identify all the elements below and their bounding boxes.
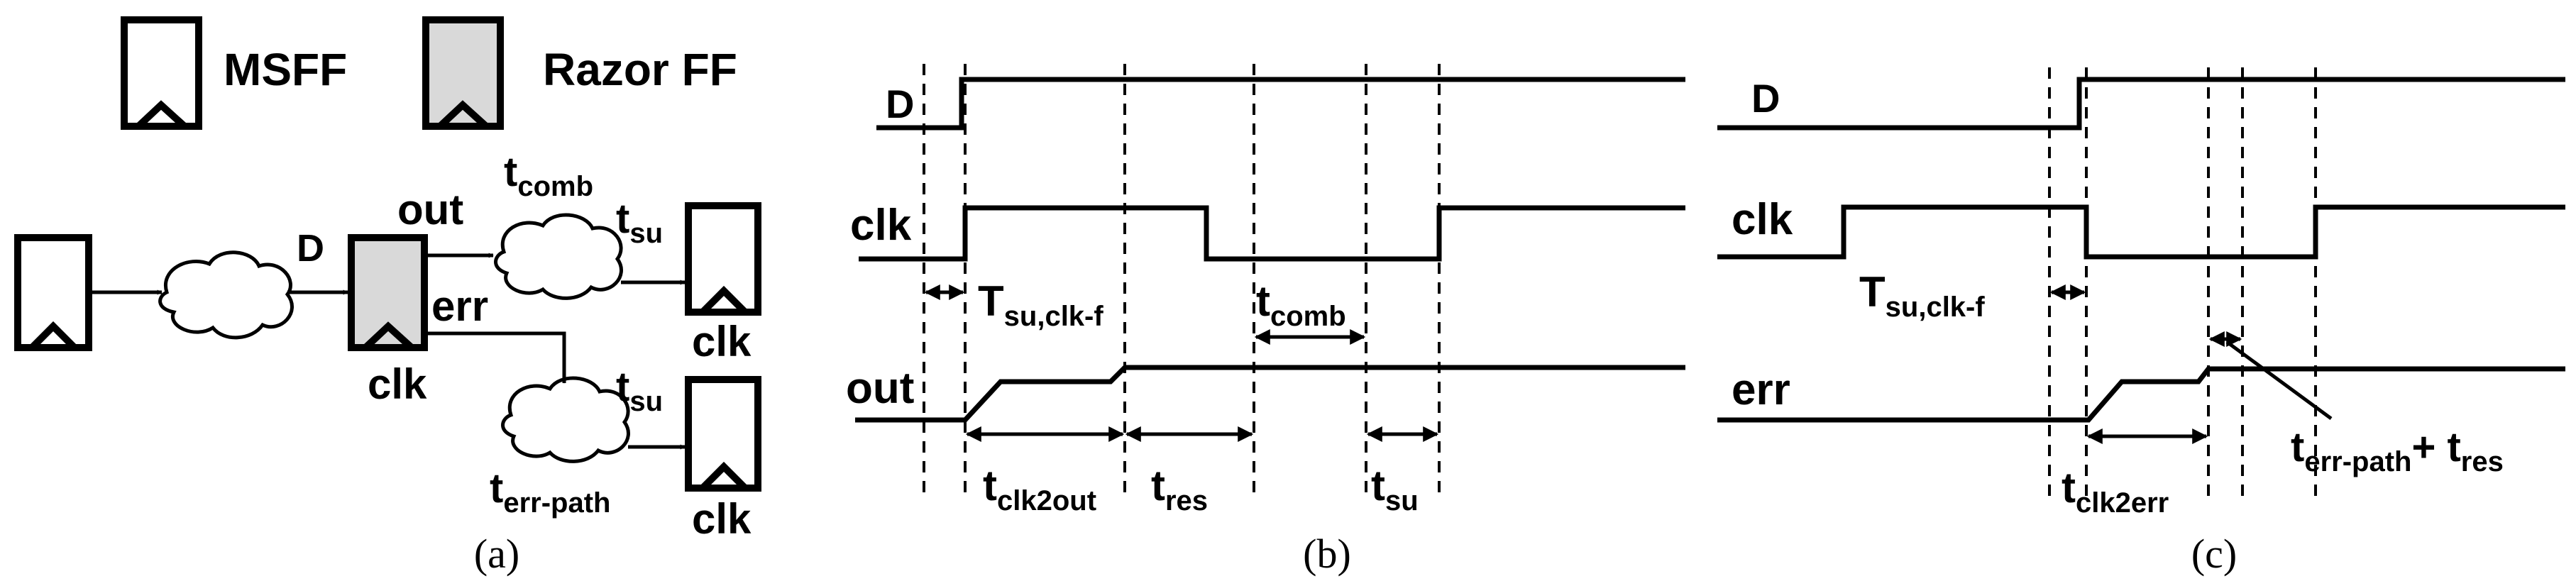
label-d: D (297, 227, 324, 270)
msff-source (14, 234, 92, 351)
leader-c-terr-res (2225, 340, 2333, 421)
label-t-comb: tcomb (504, 149, 593, 202)
label-clk-bottom: clk (692, 495, 752, 543)
label-b-tsu: tsu (1371, 462, 1419, 516)
wave-b-clk (859, 205, 1685, 262)
label-c-tsu-clk-f: Tsu,clk-f (1859, 268, 1985, 323)
wave-c-clk (1717, 204, 2565, 260)
label-b-tres: tres (1151, 462, 1208, 516)
wire-err (424, 331, 567, 384)
label-t-su-bottom: tsu (616, 364, 663, 417)
label-razor-clk: clk (368, 360, 427, 408)
label-c-err: err (1732, 365, 1790, 414)
cloud-comb (494, 213, 623, 300)
wave-c-err (1717, 366, 2565, 423)
panel-a: MSFF Razor FF D clk out tcomb tsu clk er… (14, 16, 761, 577)
label-b-tsu-clk-f: Tsu,clk-f (978, 277, 1103, 332)
label-b-tclk2out: tclk2out (983, 462, 1096, 516)
wave-b-d (876, 77, 1685, 131)
caption-b: (b) (1303, 531, 1351, 577)
label-c-d: D (1751, 76, 1780, 121)
label-clk-top: clk (692, 318, 752, 365)
caption-a: (a) (474, 531, 519, 577)
label-b-clk: clk (850, 201, 912, 250)
wave-b-out (855, 365, 1685, 423)
legend-msff-label: MSFF (224, 44, 347, 95)
label-b-d: D (886, 82, 914, 126)
label-err: err (431, 282, 488, 330)
legend-razor-symbol (422, 16, 504, 130)
cloud-logic-1 (158, 250, 294, 340)
legend-razor-label: Razor FF (543, 44, 737, 95)
cloud-err-path (501, 376, 630, 463)
label-c-tclk2err: tclk2err (2062, 464, 2169, 519)
razor-ff (348, 234, 428, 351)
wave-c-d (1717, 77, 2565, 131)
label-c-clk: clk (1732, 195, 1793, 244)
msff-top (685, 202, 761, 316)
label-b-tcomb: tcomb (1256, 277, 1346, 332)
caption-c: (c) (2191, 531, 2237, 577)
legend-msff-symbol (121, 16, 202, 130)
label-out: out (397, 186, 463, 233)
msff-bottom (685, 376, 761, 492)
label-t-err-path: terr-path (490, 465, 610, 519)
panel-b: D clk out Tsu,clk-f tcomb tclk2out tres … (846, 64, 1685, 577)
label-c-terr-res: terr-path+ tres (2291, 424, 2504, 477)
label-t-su-top: tsu (616, 196, 663, 249)
label-b-out: out (846, 364, 914, 413)
panel-c: D clk err Tsu,clk-f tclk2err terr-path+ … (1717, 67, 2565, 577)
legend: MSFF Razor FF (121, 16, 737, 130)
